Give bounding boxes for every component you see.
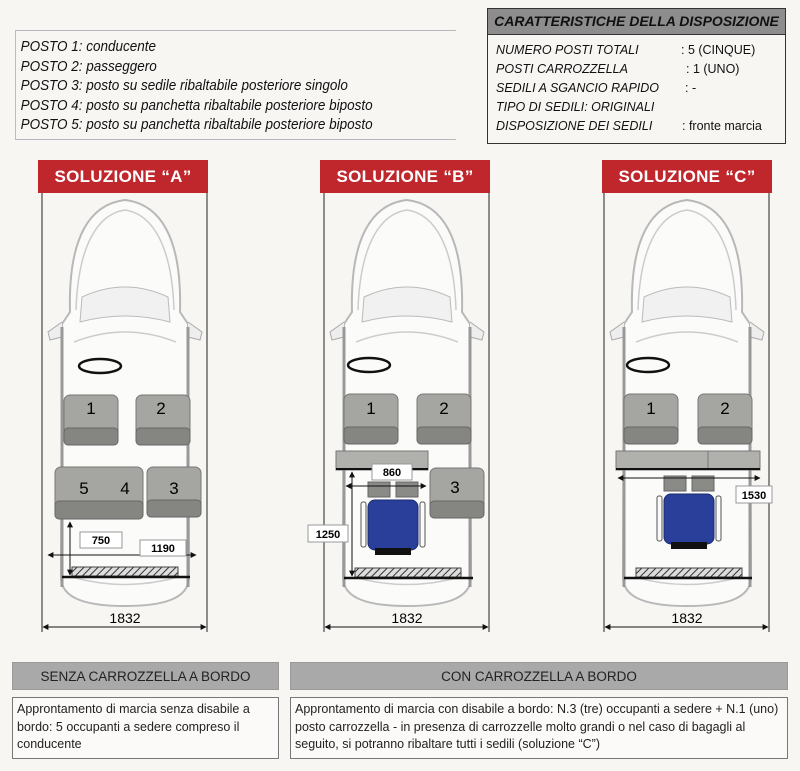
legend-item: POSTO 4: posto su panchetta ribaltabile … (21, 97, 456, 117)
characteristic-key: POSTI CARROZZELLA (496, 62, 628, 76)
seat-number: 1 (366, 399, 375, 418)
legend-item: POSTO 5: posto su panchetta ribaltabile … (21, 116, 456, 136)
solution-a-banner: SOLUZIONE “A” (38, 160, 208, 193)
legend-label: POSTO 3: (20, 78, 83, 94)
dimension-label: 1250 (316, 529, 340, 541)
legend-item: POSTO 1: conducente (21, 38, 456, 58)
folded-rear-seats (615, 450, 761, 471)
dimension-label: 860 (383, 467, 401, 479)
legend-item: POSTO 2: passeggero (21, 58, 456, 78)
solution-c-banner: SOLUZIONE “C” (602, 160, 772, 193)
legend-label: POSTO 5: (20, 117, 83, 133)
seat-number: 2 (439, 399, 448, 418)
characteristic-value: : fronte marcia (682, 119, 762, 133)
seat-number: 4 (120, 479, 129, 498)
dimension-label: 1530 (742, 490, 766, 502)
legend-text: posto su sedile ribaltabile posteriore s… (86, 78, 348, 94)
car-solution-b: 1 2 3 860 1250 1832 (307, 193, 490, 632)
legend-text: passeggero (86, 58, 157, 75)
characteristic-key: TIPO DI SEDILI: ORIGINALI (496, 100, 655, 114)
seat-legend: POSTO 1: conducente POSTO 2: passeggero … (15, 30, 456, 140)
legend-item: POSTO 3: posto su sedile ribaltabile pos… (21, 77, 456, 97)
without-wheelchair-description: Approntamento di marcia senza disabile a… (12, 697, 279, 759)
characteristic-key: SEDILI A SGANCIO RAPIDO (496, 81, 660, 95)
seat-number: 3 (450, 478, 459, 497)
car-solution-c: 1 2 1530 1832 (603, 193, 773, 632)
legend-text: conducente (86, 39, 157, 55)
with-wheelchair-description: Approntamento di marcia con disabile a b… (290, 697, 788, 759)
steering-wheel-icon (346, 356, 392, 374)
seat-number: 5 (79, 479, 88, 498)
characteristic-row: NUMERO POSTI TOTALI : 5 (CINQUE) (488, 43, 785, 62)
characteristic-key: DISPOSIZIONE DEI SEDILI (496, 119, 653, 133)
characteristic-key: NUMERO POSTI TOTALI (496, 43, 639, 57)
width-label: 1832 (109, 610, 140, 626)
width-label: 1832 (391, 610, 422, 626)
dimension-label: 750 (92, 535, 110, 547)
steering-wheel-icon (625, 356, 671, 374)
legend-label: POSTO 4: (20, 97, 83, 114)
steering-wheel-icon (77, 357, 123, 375)
without-wheelchair-header: SENZA CARROZZELLA A BORDO (12, 662, 279, 690)
characteristic-value: : - (685, 81, 697, 95)
solution-b-banner: SOLUZIONE “B” (320, 160, 490, 193)
legend-label: POSTO 1: (20, 39, 83, 55)
seat-number: 1 (646, 399, 655, 418)
with-wheelchair-header: CON CARROZZELLA A BORDO (290, 662, 788, 690)
characteristic-row: DISPOSIZIONE DEI SEDILI : fronte marcia (488, 119, 785, 138)
characteristic-value: : 1 (UNO) (686, 62, 740, 76)
car-layouts: 2 5 4 3 1 750 1190 1832 1 2 3 860 1250 1… (41, 193, 773, 632)
legend-label: POSTO 2: (20, 58, 83, 75)
car-solution-a: 2 5 4 3 1 750 1190 1832 (41, 193, 208, 632)
characteristic-row: SEDILI A SGANCIO RAPIDO : - (488, 81, 785, 100)
width-label: 1832 (671, 610, 702, 626)
legend-text: posto su panchetta ribaltabile posterior… (86, 117, 373, 133)
seat-number: 2 (156, 399, 165, 418)
characteristics-title: CARATTERISTICHE DELLA DISPOSIZIONE (488, 9, 785, 35)
dimension-label: 1190 (151, 543, 175, 555)
characteristics-box: CARATTERISTICHE DELLA DISPOSIZIONE NUMER… (487, 8, 786, 144)
seat-number: 3 (169, 479, 178, 498)
characteristic-row: TIPO DI SEDILI: ORIGINALI (488, 100, 785, 119)
characteristic-value: : 5 (CINQUE) (681, 43, 756, 57)
seat-number: 1 (86, 399, 95, 418)
legend-text: posto su panchetta ribaltabile posterior… (86, 97, 373, 114)
characteristic-row: POSTI CARROZZELLA : 1 (UNO) (488, 62, 785, 81)
seat-number: 2 (720, 399, 729, 418)
rear-bench (54, 466, 144, 520)
